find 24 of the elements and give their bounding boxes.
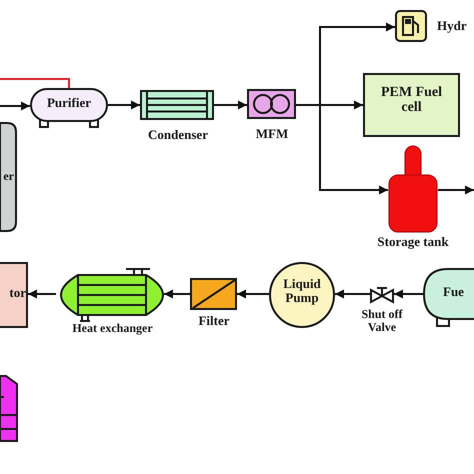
equipment-label: Liquid Pump bbox=[282, 277, 322, 306]
flow-arrow bbox=[438, 186, 474, 194]
flow-arrow bbox=[28, 290, 56, 298]
equipment-label: PEM Fuel cell bbox=[380, 85, 444, 116]
equipment-label: Condenser bbox=[147, 128, 209, 142]
flow-arrow bbox=[296, 104, 388, 194]
pipe-line bbox=[0, 78, 70, 88]
equipment-label: Fue bbox=[443, 285, 465, 300]
flow-arrow bbox=[107, 100, 140, 110]
flow-arrow bbox=[237, 290, 269, 298]
flow-arrow bbox=[0, 102, 30, 110]
equipment-label: er bbox=[2, 170, 14, 184]
equipment-label: Storage tank bbox=[376, 235, 450, 250]
equipment-label: Filter bbox=[197, 314, 231, 328]
equipment-label: Purifier bbox=[46, 96, 92, 110]
flow-arrow bbox=[164, 290, 190, 298]
flow-arrow bbox=[335, 290, 370, 298]
flow-arrow bbox=[394, 290, 423, 298]
equipment-label: Hydr bbox=[437, 19, 468, 34]
flow-arrow bbox=[214, 100, 247, 110]
equipment-label: tor bbox=[8, 286, 26, 300]
equipment-label: Heat exchanger bbox=[71, 322, 154, 336]
equipment-label: Shut off Valve bbox=[360, 308, 404, 334]
equipment-label: MFM bbox=[254, 127, 290, 142]
